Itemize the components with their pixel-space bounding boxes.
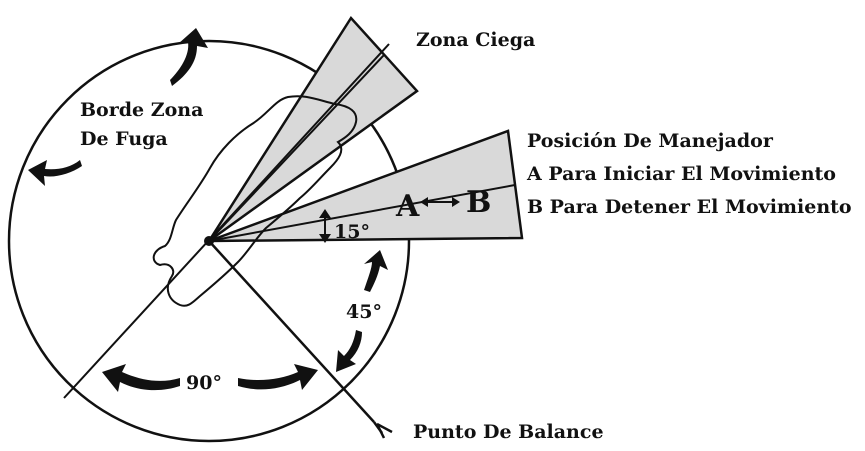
handler-a-description: A Para Iniciar El Movimiento: [526, 163, 836, 185]
handler-position-title: Posición De Manejador: [527, 130, 774, 152]
curved-arrow-icon: [28, 160, 82, 186]
point-of-balance-line: [208, 240, 375, 423]
curved-arrow-icon: [238, 364, 318, 390]
curved-arrow-icon: [102, 364, 180, 392]
curved-arrow-icon: [364, 250, 388, 292]
blind-zone-label: Zona Ciega: [416, 29, 535, 51]
angle-90-label: 90°: [186, 372, 222, 394]
flight-zone-edge-label-line1: Borde Zona: [80, 99, 203, 121]
flight-zone-circle: [7, 39, 411, 443]
handler-center-line: [208, 184, 516, 242]
vertical-double-arrow-head: [319, 209, 331, 243]
handler-position-wedge: [208, 129, 524, 243]
flight-zone-edge-label-line2: De Fuga: [80, 128, 168, 150]
curved-arrow-icon: [170, 28, 208, 86]
curved-arrow-icon: [336, 330, 362, 372]
double-arrow-head: [420, 197, 460, 207]
point-of-balance-pointer-icon: [375, 422, 393, 439]
angle-45-label: 45°: [346, 301, 382, 323]
point-of-balance-label: Punto De Balance: [413, 421, 604, 443]
handler-a-letter: A: [395, 189, 420, 224]
handler-b-description: B Para Detener El Movimiento: [527, 196, 852, 218]
handler-b-letter: B: [466, 185, 491, 220]
blind-zone-center-line: [208, 54, 385, 242]
pivot-point: [204, 236, 214, 246]
angle-15-label: 15°: [334, 221, 370, 243]
